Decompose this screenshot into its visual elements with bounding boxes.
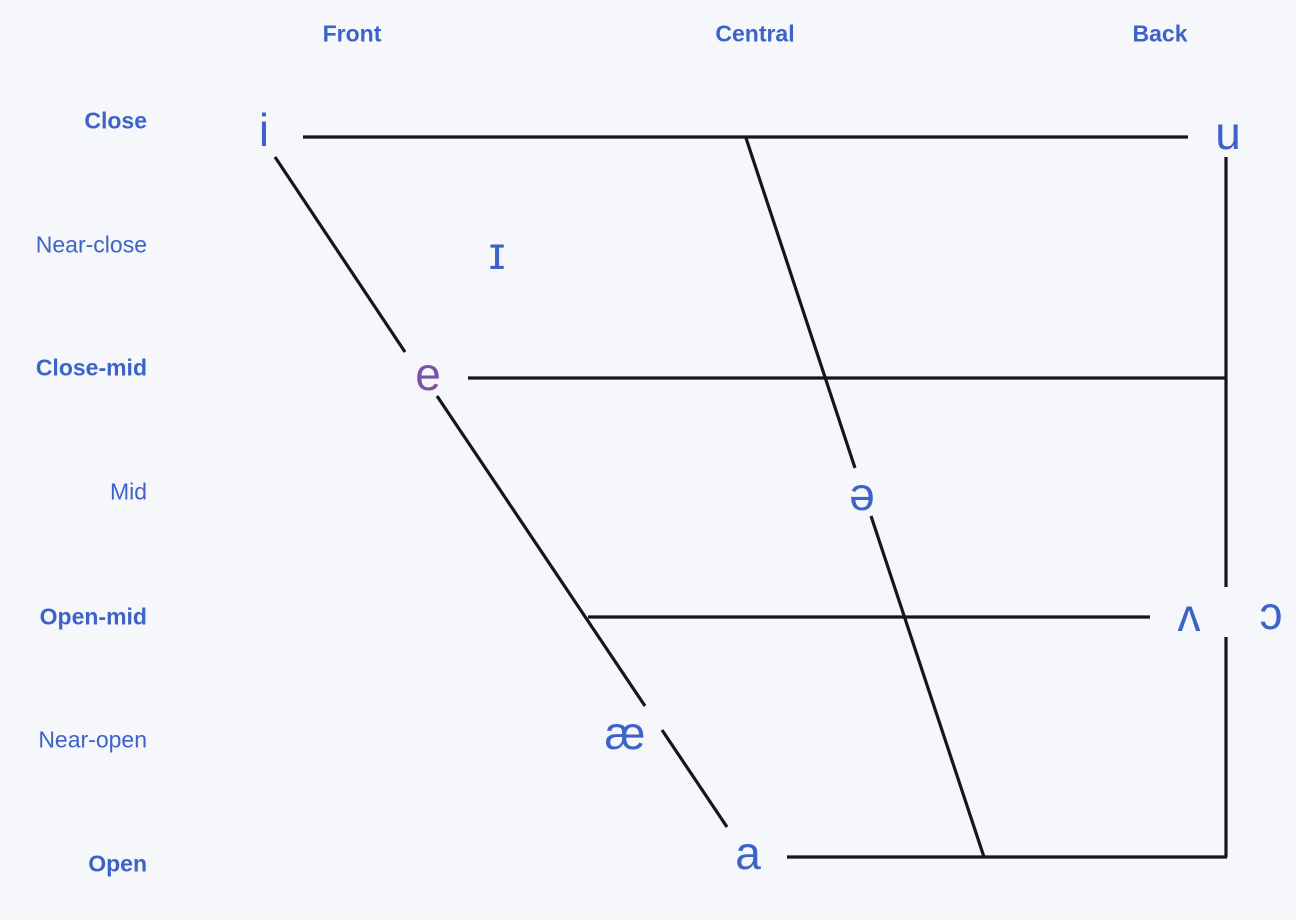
vowel-u-close-back[interactable]: u [1215,107,1241,159]
row-label-open-mid: Open-mid [39,603,147,630]
vowel-e-close-mid-front[interactable]: e [415,348,441,400]
row-label-near-open: Near-open [38,726,147,753]
vowel-turned-v-open-mid-back[interactable]: ʌ [1177,589,1201,641]
vowel-small-cap-i-near-close[interactable]: ɪ [488,227,506,279]
central-line-lower [869,515,986,858]
row-label-near-close: Near-close [35,231,147,258]
front-edge-lower [660,729,729,828]
row-label-mid: Mid [109,478,147,505]
vowel-ash-near-open-front[interactable]: æ [604,707,646,759]
front-edge-upper [273,156,407,353]
column-header-front: Front [322,20,382,47]
row-label-close-mid: Close-mid [35,354,147,381]
vowel-i-close-front[interactable]: i [258,104,270,156]
row-label-close: Close [84,107,147,134]
front-edge-middle [435,395,647,707]
vowel-schwa-mid-central[interactable]: ə [849,468,875,520]
column-header-back: Back [1132,20,1188,47]
vowel-open-o-open-mid-back[interactable]: ɔ [1259,587,1283,639]
vowel-a-open-front[interactable]: a [735,827,761,879]
central-line-upper [744,137,857,469]
row-label-open: Open [88,850,147,877]
column-header-central: Central [715,20,795,47]
